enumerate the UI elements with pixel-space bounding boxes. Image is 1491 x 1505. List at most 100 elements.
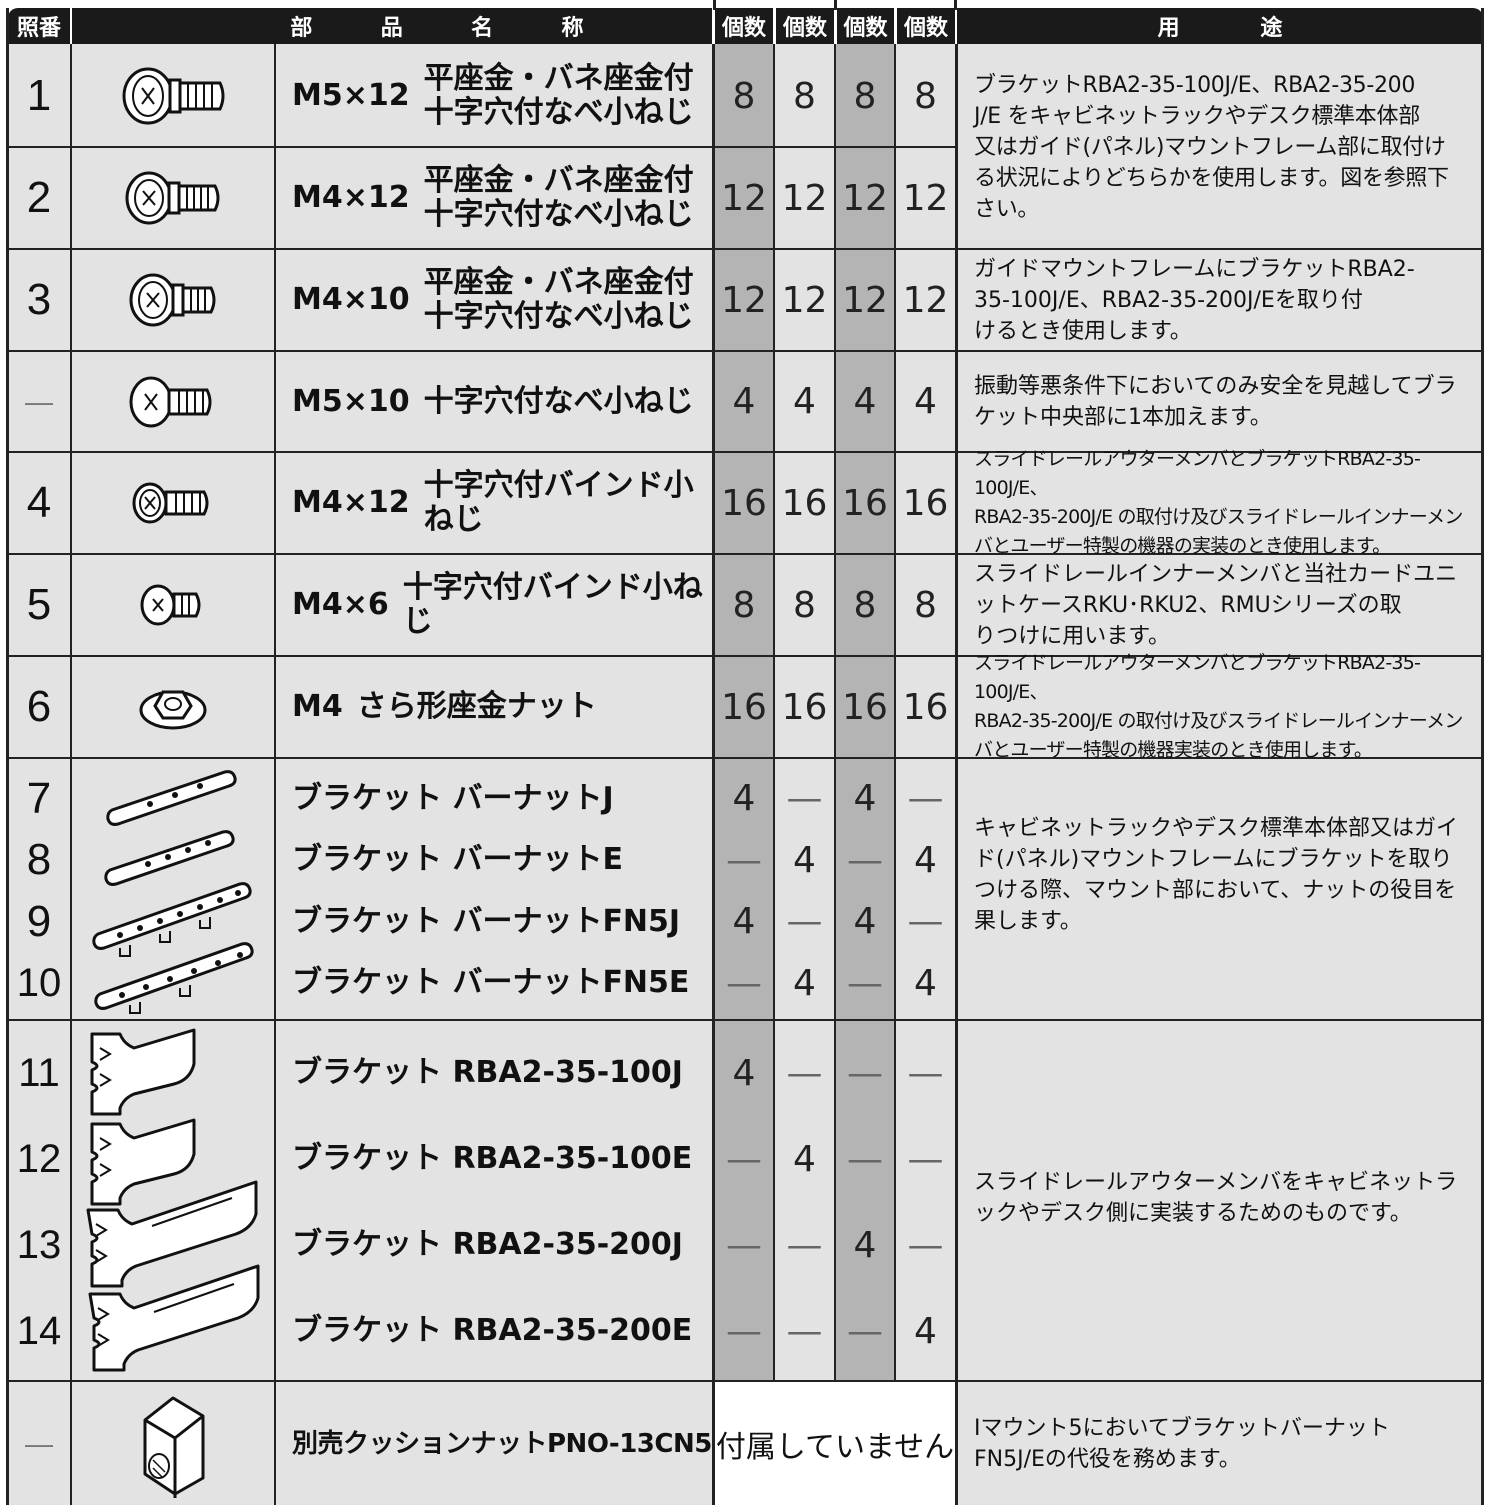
- qty-cell: —: [726, 962, 762, 1004]
- qty-cell: 16: [721, 686, 767, 728]
- qty-cell: —: [726, 1224, 762, 1266]
- part-desc-line: 平座金・バネ座金付: [423, 265, 694, 300]
- barnut-qty-col-3: 4 — 4 —: [836, 768, 894, 1014]
- qty-cell: 8: [732, 75, 756, 117]
- binding-head-screw-icon: [72, 453, 274, 553]
- qty-cell: 4: [914, 839, 937, 881]
- part-desc: 平座金・バネ座金付 十字穴付なべ小ねじ: [424, 266, 694, 334]
- col-header-name-char: 名: [471, 16, 494, 41]
- part-name: M5×10 十字穴付なべ小ねじ: [276, 352, 712, 451]
- qty-cell: 4: [732, 778, 756, 820]
- grid-line: [8, 655, 1483, 657]
- usage-line: ケット中央部に1本加えます。: [974, 404, 1272, 430]
- part-name: ブラケット RBA2-35-100E: [292, 1141, 693, 1176]
- qty-cell: 16: [842, 686, 888, 728]
- grid-line: [8, 1019, 1483, 1021]
- qty-cell: —: [847, 839, 883, 881]
- usage-line: スライドレールインナーメンバと当社カードユニ: [974, 561, 1458, 587]
- part-number: 1: [26, 71, 52, 120]
- qty-cell: 12: [902, 177, 949, 219]
- usage-text: スライドレールアウターメンバをキャビネットラ ックやデスク側に実装するためのもの…: [958, 1021, 1481, 1380]
- part-number: —: [25, 385, 53, 417]
- qty-cell: —: [786, 1224, 823, 1266]
- part-name: ブラケット RBA2-35-100J: [292, 1055, 683, 1090]
- usage-line: ド(パネル)マウントフレームにブラケットを取り: [974, 847, 1453, 872]
- qty-cell: 16: [781, 482, 828, 524]
- col-header-qty-2: 個数: [776, 8, 834, 44]
- qty-cell: 4: [914, 1310, 937, 1352]
- qty-cell: 16: [842, 482, 888, 524]
- col-header-qty-label: 個数: [721, 16, 766, 41]
- part-name: M4×6 十字穴付バインド小ねじ: [276, 555, 712, 655]
- bar-nut-icon: [90, 762, 260, 1014]
- col-header-qty-label: 個数: [782, 16, 827, 41]
- usage-line: FN5J/Eの代役を務めます。: [974, 1446, 1241, 1472]
- part-name: M5×12 平座金・バネ座金付 十字穴付なべ小ねじ: [276, 46, 712, 146]
- col-header-qty-label: 個数: [843, 16, 888, 41]
- col-header-qty-3: 個数: [837, 8, 894, 44]
- part-number: 3: [26, 275, 52, 324]
- part-number: —: [25, 1427, 53, 1459]
- usage-line: ガイドマウントフレームにブラケットRBA2-: [974, 256, 1415, 282]
- qty-cell: 4: [853, 778, 877, 820]
- usage-line: りつけに用います。: [974, 623, 1171, 649]
- usage-line: Iマウント5においてブラケットバーナット: [974, 1415, 1390, 1441]
- qty-cell: 12: [842, 177, 888, 219]
- qty-cell: 16: [902, 482, 949, 524]
- qty-cell: 4: [914, 962, 937, 1004]
- qty-col-3-bg: [835, 44, 895, 1381]
- col-header-use: 用 途: [957, 8, 1483, 44]
- part-desc: さら形座金ナット: [356, 689, 597, 724]
- qty-cell: 4: [853, 901, 877, 943]
- qty-cell: —: [847, 1138, 883, 1180]
- qty-cell: 16: [721, 482, 767, 524]
- usage-line: 又はガイド(パネル)マウントフレーム部に取付け: [974, 134, 1446, 160]
- qty-cell: 12: [721, 177, 767, 219]
- part-number: 5: [26, 580, 52, 629]
- part-name: ブラケット RBA2-35-200E: [292, 1313, 693, 1348]
- grid-line: [894, 44, 896, 1381]
- part-desc: 十字穴付なべ小ねじ: [423, 383, 694, 419]
- pan-head-screw-with-washers-icon: [72, 148, 274, 248]
- part-number: 13: [16, 1222, 62, 1267]
- usage-line: スライドレールアウターメンバとブラケットRBA2-35-100J/E、: [974, 448, 1421, 499]
- not-included-note: 付属していません: [715, 1429, 955, 1465]
- grid-line: [6, 8, 9, 1505]
- grid-line: [274, 44, 276, 1505]
- bracket-qty-col-2: — 4 — —: [775, 1030, 834, 1374]
- part-number: 8: [26, 835, 52, 885]
- grid-line: [1481, 8, 1484, 1505]
- usage-text: スライドレールアウターメンバとブラケットRBA2-35-100J/E、 RBA2…: [958, 652, 1481, 761]
- part-name: ブラケット RBA2-35-200J: [292, 1227, 683, 1262]
- qty-cell: —: [726, 1310, 762, 1352]
- bracket-qty-col-1: 4 — — —: [715, 1030, 773, 1374]
- qty-cell: 8: [853, 75, 877, 117]
- grid-line: [8, 757, 1483, 759]
- part-name: ブラケット バーナットFN5E: [292, 965, 690, 1001]
- grid-line: [955, 44, 958, 1505]
- grid-line: [8, 248, 1483, 250]
- barnut-names: ブラケット バーナットJ ブラケット バーナットE ブラケット バーナットFN5…: [276, 768, 712, 1014]
- barnut-qty-col-1: 4 — 4 —: [715, 768, 773, 1014]
- header-stub-divider: [834, 0, 837, 10]
- qty-cell: —: [847, 1310, 883, 1352]
- grid-line: [773, 44, 775, 1381]
- part-spec: M4×10: [292, 282, 410, 317]
- part-name: ブラケット バーナットJ: [292, 780, 614, 816]
- grid-line: [8, 350, 1483, 352]
- usage-line: ブラケットRBA2-35-100J/E、RBA2-35-200: [974, 72, 1416, 98]
- part-desc-line: 十字穴付なべ小ねじ: [423, 299, 694, 334]
- col-header-qty-4: 個数: [897, 8, 955, 44]
- col-header-name-char: 称: [561, 16, 584, 41]
- col-header-use-char: 途: [1260, 16, 1283, 41]
- usage-line: RBA2-35-200J/E の取付け及びスライドレールインナーメン: [974, 506, 1463, 528]
- part-name: ブラケット バーナットFN5J: [292, 903, 681, 939]
- usage-text: スライドレールアウターメンバとブラケットRBA2-35-100J/E、 RBA2…: [958, 448, 1481, 557]
- qty-cell: —: [786, 1052, 823, 1094]
- grid-line: [8, 1380, 1483, 1382]
- grid-line: [8, 146, 956, 148]
- grid-line: [834, 44, 836, 1381]
- col-header-use-char: 用: [1157, 16, 1180, 41]
- qty-cell: 12: [902, 279, 949, 321]
- qty-cell: 12: [721, 279, 767, 321]
